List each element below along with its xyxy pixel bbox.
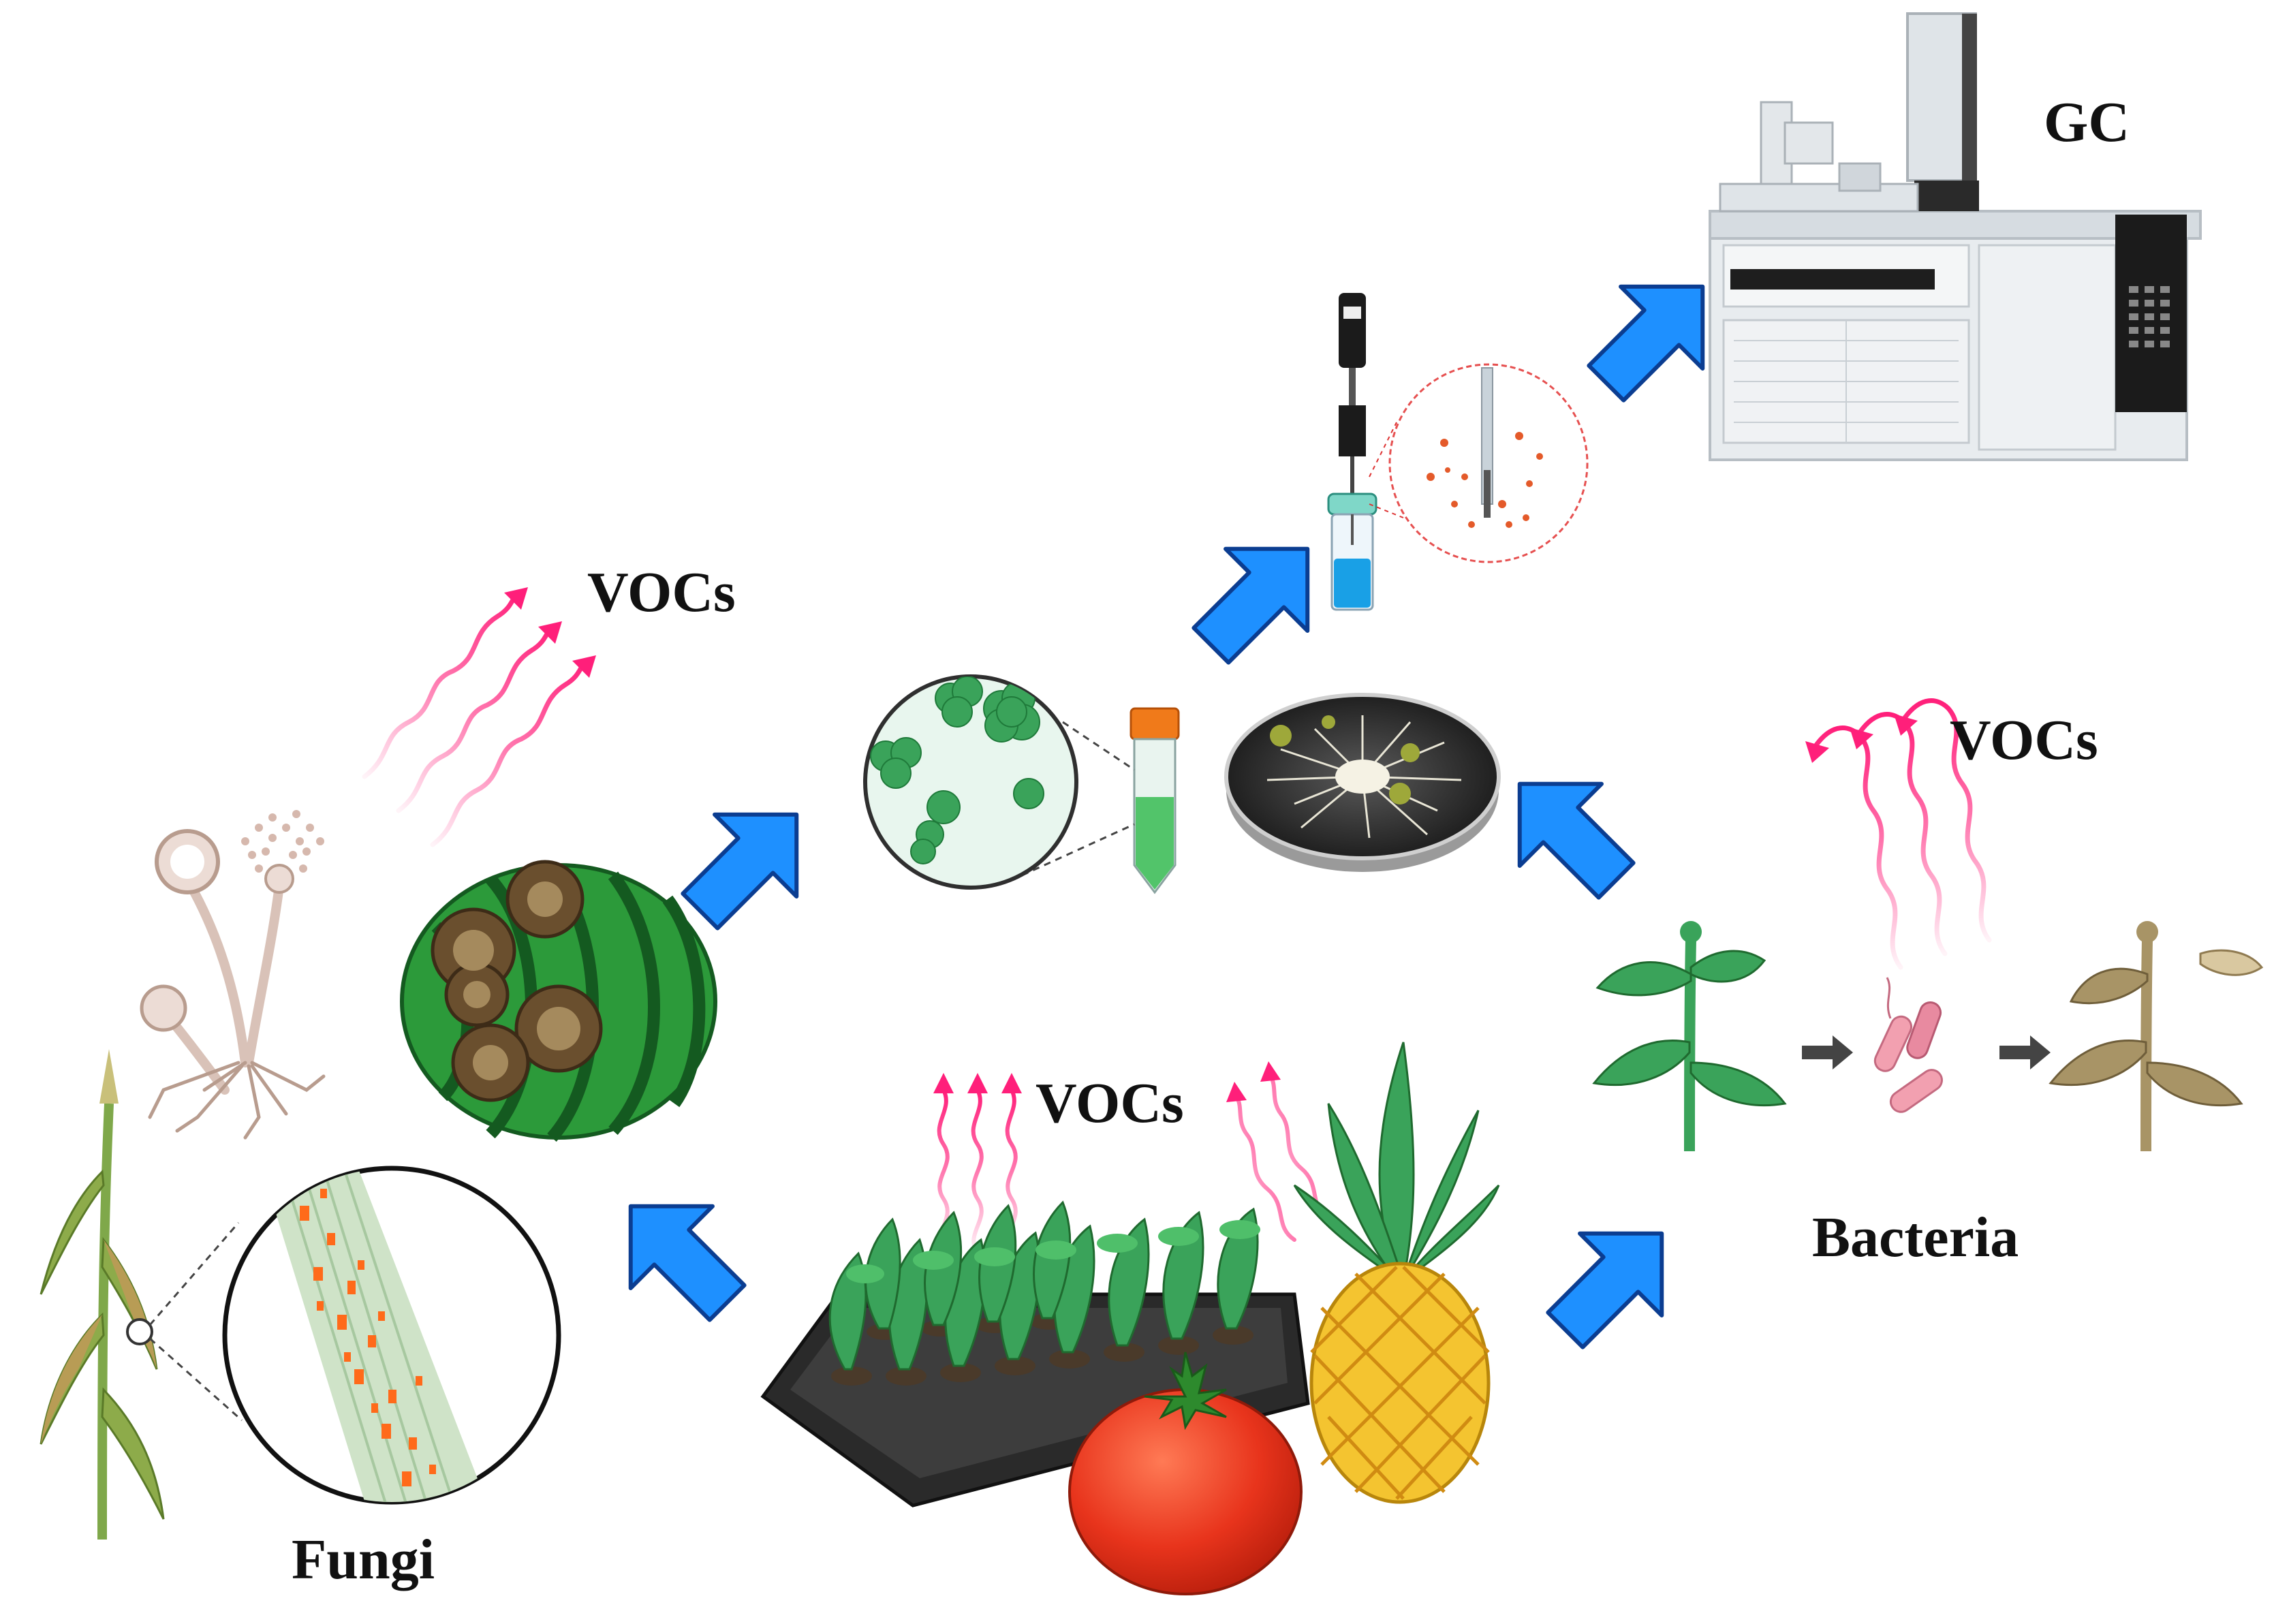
pineapple-icon xyxy=(1293,1042,1500,1504)
dark-arrow-1 xyxy=(1802,1035,1853,1069)
fungal-sporangia-icon xyxy=(140,810,326,1140)
arrow-spme-to-gc xyxy=(1587,284,1705,403)
seedling-tray-icon xyxy=(760,1200,1310,1508)
label-gc: GC xyxy=(2044,91,2130,154)
arrow-cells-to-spme xyxy=(1191,546,1310,665)
label-vocs-bacteria: VOCs xyxy=(1950,708,2098,772)
arrow-plants-to-bacteria xyxy=(1546,1231,1664,1349)
voc-arrowheads-bacteria xyxy=(1805,714,1918,763)
label-bacteria: Bacteria xyxy=(1812,1206,2019,1269)
voc-waves-pineapple xyxy=(1234,1074,1330,1242)
dark-arrow-2 xyxy=(1999,1035,2051,1069)
spme-zoom-icon xyxy=(1388,363,1589,563)
arrow-watermelon-to-cells xyxy=(681,812,799,931)
tomato-icon xyxy=(1068,1352,1303,1595)
label-vocs-fungi: VOCs xyxy=(587,561,736,624)
watermelon-icon xyxy=(400,860,717,1142)
wheat-plant-icon xyxy=(40,1049,165,1540)
label-fungi: Fungi xyxy=(292,1528,435,1591)
bacteria-icon xyxy=(1873,977,1943,1113)
petri-dish-icon xyxy=(1224,693,1501,872)
healthy-plant-icon xyxy=(1592,921,1787,1152)
voc-arrowheads-fungi xyxy=(504,587,596,678)
voc-waves-fungi xyxy=(362,589,592,847)
arrow-bacteria-to-petri xyxy=(1517,781,1636,900)
microscopic-cells-icon xyxy=(863,674,1078,890)
centrifuge-tube-icon xyxy=(1130,707,1180,894)
zoom-lines-cells xyxy=(1021,721,1135,877)
voc-arrowheads-pineapple xyxy=(1226,1061,1281,1102)
flow-arrows xyxy=(628,284,1705,1349)
arrow-plants-to-fungi xyxy=(628,1204,747,1322)
wilted-plant-icon xyxy=(2049,921,2264,1152)
zoom-lines-wheat xyxy=(149,1222,243,1422)
leaf-rust-zoom-icon xyxy=(222,1166,561,1505)
gc-instrument-icon xyxy=(1709,12,2202,461)
spme-fiber-vial-icon xyxy=(1327,293,1404,611)
label-vocs-plants: VOCs xyxy=(1035,1072,1184,1135)
voc-arrowheads-plants xyxy=(933,1073,1022,1093)
